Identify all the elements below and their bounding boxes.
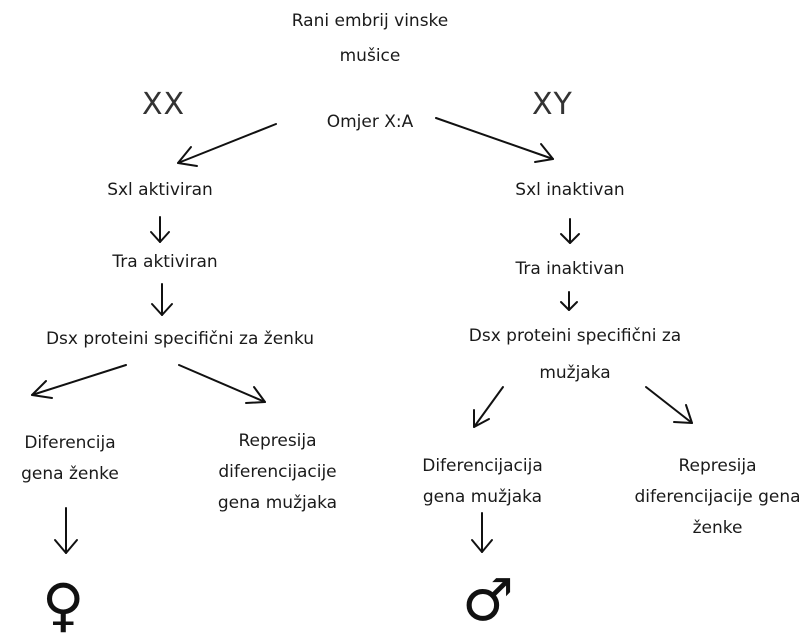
root-label-line2: mušice (339, 46, 401, 66)
male-outcome-left-line1: Diferencijacija (422, 456, 543, 476)
male-dsx-line1: Dsx proteini specifični za (468, 326, 682, 346)
female-dsx-label: Dsx proteini specifični za ženku (45, 329, 315, 349)
arrow-ratio-to-female (177, 123, 277, 167)
male-outcome-right-line1: Represija (678, 456, 757, 476)
arrow-male-sxl-to-tra (560, 218, 580, 244)
arrow-male-to-symbol (471, 512, 493, 553)
male-symbol: ♂ (462, 566, 514, 634)
arrow-male-tra-to-dsx (560, 291, 578, 311)
male-tra-label: Tra inaktivan (515, 259, 625, 279)
arrow-female-dsx-to-repression (178, 364, 266, 404)
female-outcome-right-line1: Represija (238, 431, 317, 451)
female-tra-label: Tra aktiviran (112, 252, 218, 272)
arrow-female-tra-to-dsx (151, 283, 173, 316)
arrow-male-dsx-to-repression (645, 386, 693, 424)
arrow-female-to-symbol (54, 507, 78, 554)
female-outcome-left-line2: gena ženke (21, 464, 119, 484)
ratio-label: Omjer X:A (326, 112, 414, 132)
arrow-female-dsx-to-differentiation (31, 364, 127, 399)
female-symbol: ♀ (42, 571, 85, 639)
arrow-male-dsx-to-differentiation (473, 386, 504, 428)
karyotype-xx: XX (142, 87, 186, 122)
male-dsx-line2: mužjaka (539, 363, 611, 383)
root-label-line1: Rani embrij vinske (291, 11, 449, 31)
female-outcome-right-line2: diferencijacije (218, 462, 337, 482)
female-sxl-label: Sxl aktiviran (107, 180, 213, 200)
male-outcome-left-line2: gena mužjaka (422, 487, 543, 507)
female-outcome-left-line1: Diferencija (24, 433, 116, 453)
arrow-ratio-to-male (435, 117, 554, 163)
male-sxl-label: Sxl inaktivan (515, 180, 625, 200)
arrow-female-sxl-to-tra (150, 216, 170, 243)
karyotype-xy: XY (532, 87, 573, 122)
male-outcome-right-line2: diferencijacije gena (634, 487, 801, 507)
male-outcome-right-line3: ženke (692, 518, 743, 538)
female-outcome-right-line3: gena mužjaka (217, 493, 338, 513)
